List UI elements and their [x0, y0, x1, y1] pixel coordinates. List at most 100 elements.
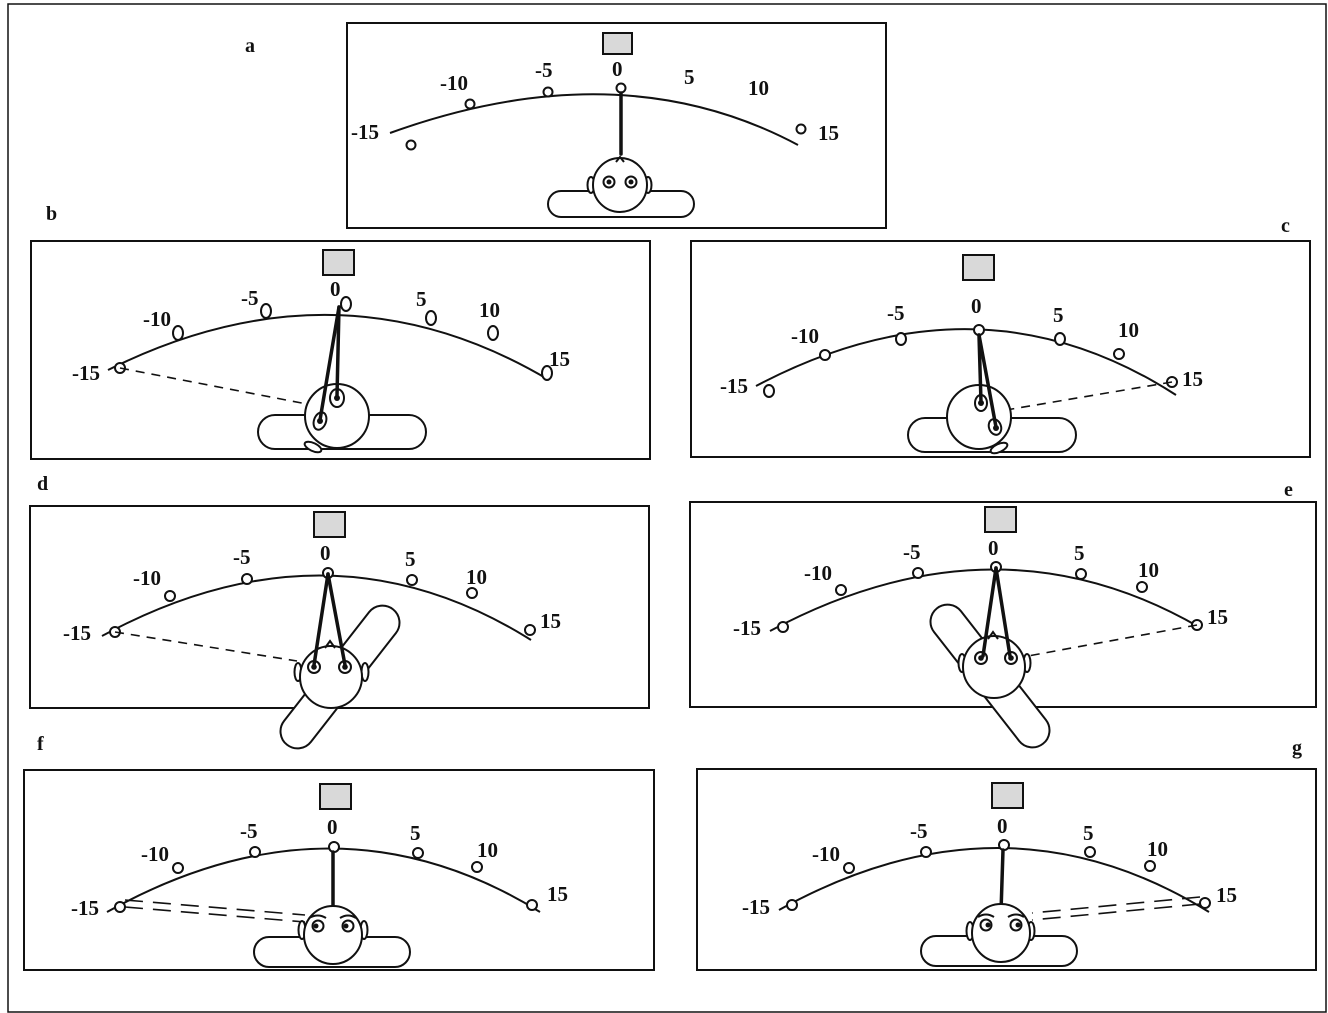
target-marker-icon	[405, 139, 417, 151]
tick-label: 10	[1118, 318, 1139, 342]
tick-label: -5	[233, 545, 251, 569]
target-marker-icon	[542, 86, 554, 98]
target-arc	[389, 93, 799, 146]
screen-icon	[962, 254, 995, 281]
target-marker-icon	[114, 901, 126, 913]
tick-label: 5	[405, 547, 416, 571]
tick-label: -10	[804, 561, 832, 585]
tick-label: 10	[479, 298, 500, 322]
target-marker-icon	[819, 349, 831, 361]
tick-label: -10	[812, 842, 840, 866]
target-marker-icon	[172, 862, 184, 874]
observer-head-icon	[257, 383, 427, 454]
gaze-line	[977, 333, 998, 429]
head-direction-line	[1027, 624, 1198, 657]
target-arc	[769, 568, 1200, 632]
target-arc	[755, 328, 1177, 396]
target-marker-icon	[340, 296, 352, 312]
tick-label: 10	[1138, 558, 1159, 582]
tick-label: 5	[1074, 541, 1085, 565]
tick-label: 10	[477, 838, 498, 862]
tick-label: -15	[733, 616, 761, 640]
target-marker-icon	[1113, 348, 1125, 360]
gaze-line	[326, 572, 347, 667]
target-marker-icon	[260, 303, 272, 319]
panel-b-label: b	[46, 203, 57, 225]
observer-head-icon	[253, 905, 411, 968]
tick-label: -5	[903, 540, 921, 564]
head-direction-line	[124, 906, 306, 923]
tick-label: 5	[416, 287, 427, 311]
tick-label: 15	[540, 609, 561, 633]
target-marker-icon	[1054, 332, 1066, 346]
screen-icon	[602, 32, 633, 55]
tick-label: 5	[1053, 303, 1064, 327]
panel-f: f -15 -10 -5 0 5 10 15	[23, 733, 655, 971]
head-direction-line	[1031, 896, 1201, 914]
gaze-line	[999, 848, 1005, 914]
target-marker-icon	[615, 82, 627, 94]
target-marker-icon	[412, 847, 424, 859]
tick-label: -5	[535, 58, 553, 82]
tick-label: -10	[133, 566, 161, 590]
tick-label: -10	[143, 307, 171, 331]
observer-head-icon	[907, 384, 1077, 455]
head-direction-line	[119, 367, 313, 406]
tick-label: -10	[791, 324, 819, 348]
tick-label: 15	[1207, 605, 1228, 629]
outer-frame	[7, 3, 1327, 1013]
gaze-line	[318, 305, 341, 422]
target-marker-icon	[1075, 568, 1087, 580]
tick-label: -15	[72, 361, 100, 385]
tick-label: -15	[742, 895, 770, 919]
panel-f-label: f	[37, 733, 44, 755]
tick-label: 15	[547, 882, 568, 906]
target-marker-icon	[835, 584, 847, 596]
screen-icon	[319, 783, 352, 810]
observer-head-icon	[920, 903, 1078, 967]
head-direction-line	[124, 899, 306, 916]
tick-label: 0	[612, 57, 623, 81]
target-marker-icon	[777, 621, 789, 633]
target-marker-icon	[1136, 581, 1148, 593]
target-marker-icon	[786, 899, 798, 911]
tick-label: 0	[320, 541, 331, 565]
target-marker-icon	[895, 332, 907, 346]
tick-label: 10	[748, 76, 769, 100]
tick-label: 0	[997, 814, 1008, 838]
panel-g: g -15 -10 -5 0 5 10 15	[696, 737, 1317, 971]
gaze-line	[335, 305, 341, 398]
target-marker-icon	[843, 862, 855, 874]
target-marker-icon	[249, 846, 261, 858]
tick-label: -5	[910, 819, 928, 843]
observer-head-icon	[929, 603, 1051, 749]
tick-label: 0	[327, 815, 338, 839]
tick-label: -5	[240, 819, 258, 843]
panel-c: c -15 -10 -5 0 5 10 15	[690, 215, 1311, 458]
tick-label: 15	[1216, 883, 1237, 907]
target-marker-icon	[328, 841, 340, 853]
target-marker-icon	[172, 325, 184, 341]
panel-a-label: a	[245, 35, 255, 57]
panel-c-label: c	[1281, 215, 1290, 237]
target-marker-icon	[524, 624, 536, 636]
gaze-line	[981, 566, 998, 658]
head-direction-line	[1031, 903, 1201, 921]
target-marker-icon	[471, 861, 483, 873]
tick-label: 5	[410, 821, 421, 845]
tick-label: 0	[988, 536, 999, 560]
screen-icon	[322, 249, 355, 276]
tick-label: -10	[440, 71, 468, 95]
tick-label: 15	[1182, 367, 1203, 391]
screen-icon	[984, 506, 1017, 533]
screen-icon	[313, 511, 346, 538]
head-direction-line	[1005, 381, 1173, 411]
panel-e-label: e	[1284, 479, 1293, 501]
target-marker-icon	[487, 325, 499, 341]
tick-label: -15	[351, 120, 379, 144]
target-marker-icon	[763, 384, 775, 398]
target-marker-icon	[1084, 846, 1096, 858]
target-marker-icon	[466, 587, 478, 599]
